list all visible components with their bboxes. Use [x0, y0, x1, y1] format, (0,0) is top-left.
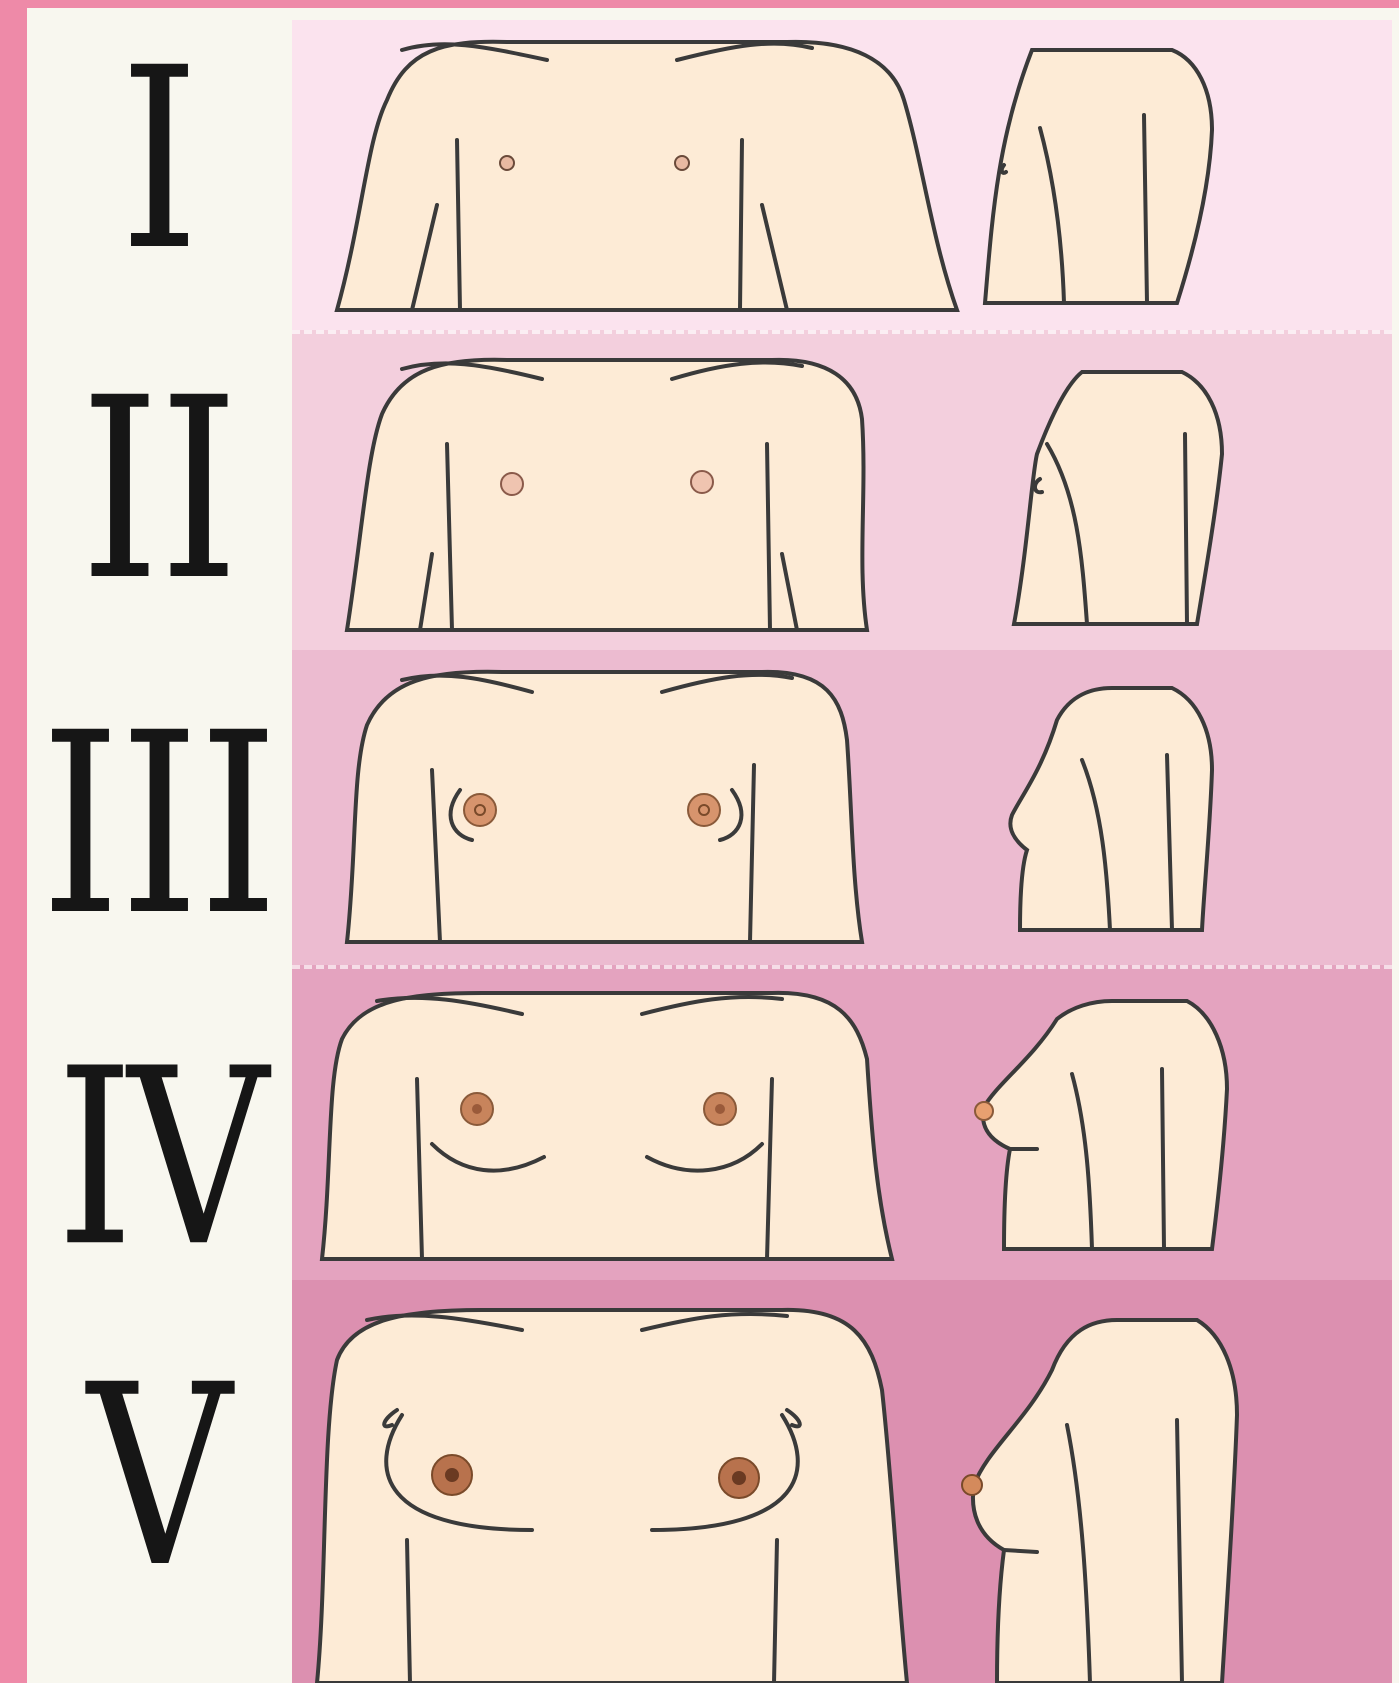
stage-label-3: III: [27, 701, 292, 951]
stage-2-right-nipple: [691, 471, 713, 493]
stage-3-panel: [292, 650, 1392, 965]
stage-2-front-torso: [347, 360, 867, 630]
stage-labels-column: I II III IV V: [27, 8, 292, 1683]
stage-1-panel: [292, 20, 1392, 330]
stage-5-side-torso: [973, 1320, 1237, 1683]
tanner-stage-figure: I II III IV V: [27, 8, 1399, 1683]
stage-3-side-torso: [1010, 688, 1212, 930]
stage-label-5: V: [27, 1353, 292, 1603]
stage-1-front-torso: [337, 42, 957, 310]
stage-1-right-nipple: [675, 156, 689, 170]
stage-2-left-nipple: [501, 473, 523, 495]
illustration-panels: [292, 20, 1392, 1683]
stage-5-side-nipple: [962, 1475, 982, 1495]
stage-4-panel: [292, 965, 1392, 1280]
stage-5-panel: [292, 1280, 1392, 1683]
stage-1-side-torso: [985, 50, 1212, 303]
stage-5-front-torso: [317, 1310, 907, 1683]
stage-2-panel: [292, 330, 1392, 650]
stage-label-4: IV: [27, 1036, 292, 1280]
stage-4-side-torso: [983, 1001, 1227, 1249]
stage-1-left-nipple: [500, 156, 514, 170]
stage-4-front-torso: [322, 993, 892, 1259]
stage-2-side-torso: [1014, 372, 1222, 624]
stage-3-left-areola: [464, 794, 496, 826]
stage-label-2: II: [27, 366, 292, 616]
stage-4-side-nipple: [975, 1102, 993, 1120]
stage-label-1: I: [27, 36, 292, 286]
stage-3-front-torso: [347, 672, 862, 942]
stage-3-right-areola: [688, 794, 720, 826]
